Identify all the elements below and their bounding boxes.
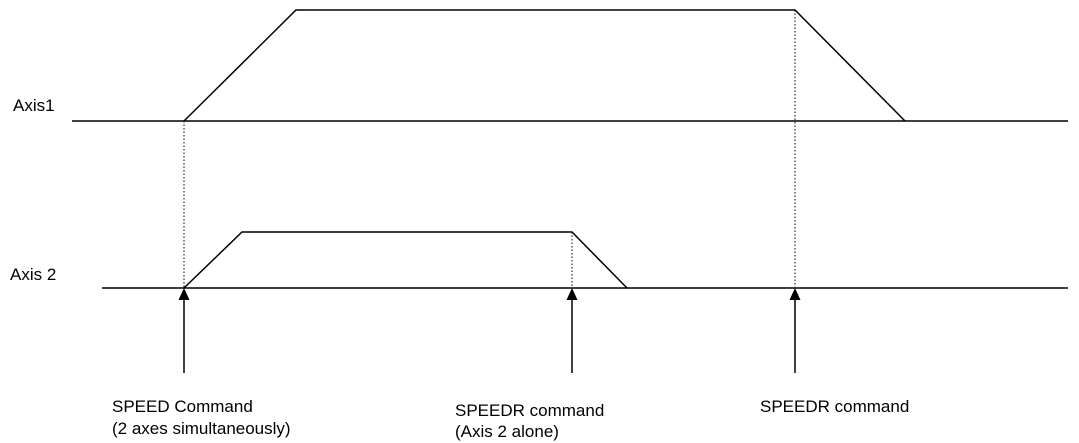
speedr-axis1-label: SPEEDR command — [760, 397, 909, 416]
axis1-label: Axis1 — [13, 96, 55, 115]
speedr-axis2-sublabel: (Axis 2 alone) — [455, 422, 559, 441]
speedr-axis2-arrow — [566, 288, 578, 373]
axis2-speed-profile — [183, 231, 628, 289]
speed-command-label: SPEED Command — [112, 397, 253, 416]
speedr-axis1-arrow — [789, 288, 801, 373]
axis1-speed-profile — [183, 9, 906, 122]
speed-command-arrow — [178, 288, 190, 373]
speedr-axis2-label: SPEEDR command — [455, 401, 604, 420]
speed-command-sublabel: (2 axes simultaneously) — [112, 419, 291, 438]
axis2-label: Axis 2 — [10, 265, 56, 284]
